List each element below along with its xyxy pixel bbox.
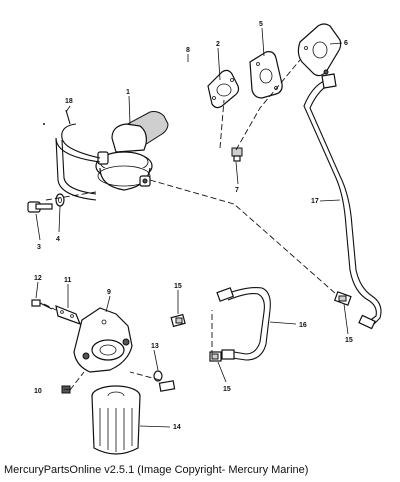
part-9-filter-adapter[interactable] bbox=[73, 307, 133, 373]
part-15-fitting-right[interactable] bbox=[333, 291, 352, 306]
callout-12: 12 bbox=[34, 275, 42, 282]
part-12-bolt[interactable] bbox=[31, 299, 53, 310]
callout-7: 7 bbox=[235, 187, 239, 194]
part-4-washer[interactable] bbox=[55, 193, 65, 207]
callout-18: 18 bbox=[65, 98, 73, 105]
callout-3: 3 bbox=[37, 244, 41, 251]
part-6-block-plate[interactable] bbox=[297, 23, 342, 77]
callout-13: 13 bbox=[151, 343, 159, 350]
callout-1: 1 bbox=[126, 89, 130, 96]
part-17-fuel-line[interactable] bbox=[303, 73, 382, 330]
part-7-screw[interactable] bbox=[231, 147, 243, 162]
leader-lines bbox=[35, 27, 349, 428]
callout-17: 17 bbox=[311, 198, 319, 205]
callout-numbers: 1 2 3 4 5 6 7 8 9 10 11 12 13 14 15 15 1… bbox=[34, 21, 353, 431]
part-1-fuel-pump[interactable] bbox=[95, 111, 169, 191]
stray-mark bbox=[43, 123, 45, 125]
callout-6: 6 bbox=[344, 40, 348, 47]
callout-8: 8 bbox=[186, 47, 190, 54]
callout-15-bottom: 15 bbox=[223, 386, 231, 393]
part-18-inlet-hose[interactable] bbox=[55, 109, 101, 201]
callout-15-left: 15 bbox=[174, 283, 182, 290]
part-3-bolt[interactable] bbox=[27, 201, 53, 213]
callout-9: 9 bbox=[107, 289, 111, 296]
part-15-fitting-bottom[interactable] bbox=[209, 351, 222, 362]
alignment-lines bbox=[43, 59, 337, 391]
part-15-fitting-left[interactable] bbox=[170, 313, 186, 328]
part-14-fuel-filter[interactable] bbox=[91, 385, 141, 455]
callout-4: 4 bbox=[56, 236, 60, 243]
callout-15-right: 15 bbox=[345, 337, 353, 344]
part-2-gasket[interactable] bbox=[207, 69, 240, 109]
part-8-push-rod[interactable] bbox=[175, 61, 189, 109]
part-5-mounting-plate[interactable] bbox=[249, 51, 283, 99]
image-caption: MercuryPartsOnline v2.5.1 (Image Copyrig… bbox=[4, 464, 309, 476]
callout-14: 14 bbox=[173, 424, 181, 431]
callout-11: 11 bbox=[64, 277, 72, 284]
callout-10: 10 bbox=[34, 388, 42, 395]
part-11-gasket[interactable] bbox=[55, 305, 82, 326]
part-13-fitting[interactable] bbox=[153, 370, 176, 392]
part-16-fuel-line[interactable] bbox=[216, 287, 271, 361]
callout-5: 5 bbox=[259, 21, 263, 28]
callout-2: 2 bbox=[216, 41, 220, 48]
callout-16: 16 bbox=[299, 322, 307, 329]
